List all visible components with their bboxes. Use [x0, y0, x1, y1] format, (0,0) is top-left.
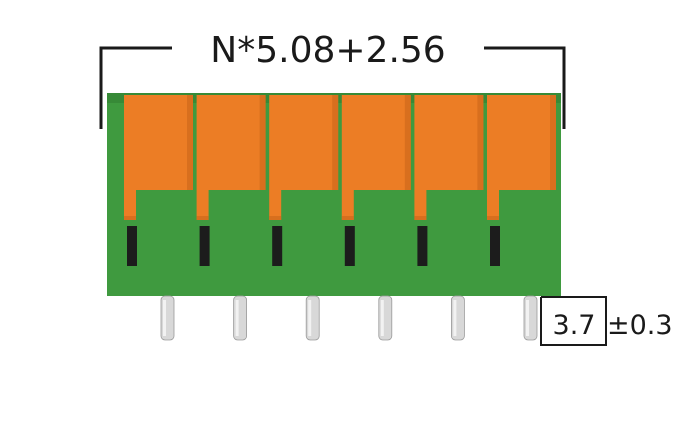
solder-pin-5-highlight — [453, 300, 457, 336]
lever-2-shade — [259, 95, 266, 190]
wire-slot-5 — [417, 226, 428, 266]
lever-5 — [414, 95, 484, 220]
lever-4-shade — [404, 95, 411, 190]
wire-slot-2 — [199, 226, 210, 266]
lever-group — [124, 95, 556, 220]
solder-pin-6 — [523, 295, 538, 341]
solder-pin-1-highlight — [163, 300, 166, 336]
pin-length-value: 3.7 — [553, 310, 596, 341]
wire-slot-6 — [490, 226, 500, 266]
solder-pin-2 — [233, 295, 248, 341]
width-dimension-left-bracket — [99, 46, 172, 129]
lever-1 — [124, 95, 193, 220]
width-dimension-right-bracket — [484, 46, 566, 129]
solder-pin-6-highlight — [526, 300, 529, 336]
lever-6 — [487, 95, 556, 220]
lever-2 — [196, 95, 266, 220]
lever-1-shade — [187, 95, 193, 190]
pin-length-tolerance: ±0.3 — [607, 310, 673, 341]
lever-3-shade — [332, 95, 339, 190]
lever-5-shade — [477, 95, 484, 190]
pin-length-bracket — [540, 296, 607, 346]
solder-pin-3 — [305, 295, 320, 341]
pin-group — [160, 295, 538, 341]
width-dimension: N*5.08+2.56 — [99, 30, 566, 129]
solder-pin-2-highlight — [235, 300, 239, 336]
wire-slot-1 — [127, 226, 137, 266]
solder-pin-4-highlight — [380, 300, 384, 336]
width-dimension-label: N*5.08+2.56 — [210, 30, 445, 71]
wire-slot-group — [127, 226, 500, 266]
wire-slot-3 — [272, 226, 283, 266]
wire-slot-4 — [344, 226, 355, 266]
lever-4 — [341, 95, 411, 220]
lever-3 — [269, 95, 339, 220]
lever-5-notch-shade — [414, 216, 427, 220]
pin-length-dimension: 3.7 ±0.3 — [540, 296, 673, 346]
solder-pin-5 — [450, 295, 465, 341]
lever-1-notch-shade — [124, 216, 136, 220]
solder-pin-1 — [160, 295, 175, 341]
solder-pin-3-highlight — [308, 300, 312, 336]
solder-pin-4 — [378, 295, 393, 341]
lever-3-notch-shade — [269, 216, 282, 220]
lever-6-shade — [550, 95, 556, 190]
lever-4-notch-shade — [341, 216, 354, 220]
lever-2-notch-shade — [196, 216, 209, 220]
lever-6-notch-shade — [487, 216, 499, 220]
